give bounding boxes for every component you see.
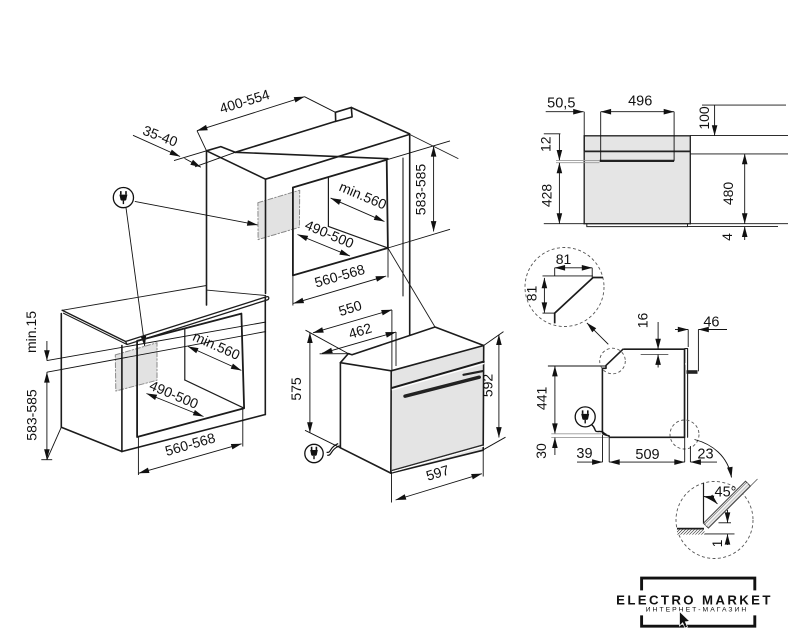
- svg-text:496: 496: [628, 94, 652, 110]
- svg-text:ИНТЕРНЕТ-МАГАЗИН: ИНТЕРНЕТ-МАГАЗИН: [646, 607, 749, 614]
- svg-text:39: 39: [576, 446, 592, 462]
- svg-text:23: 23: [697, 447, 713, 463]
- svg-text:462: 462: [347, 320, 374, 342]
- svg-text:81: 81: [524, 286, 540, 302]
- svg-text:30: 30: [533, 443, 549, 459]
- svg-text:441: 441: [533, 387, 549, 411]
- svg-text:480: 480: [720, 182, 736, 206]
- svg-text:509: 509: [635, 447, 659, 463]
- svg-text:12: 12: [538, 136, 554, 152]
- svg-text:550: 550: [337, 297, 364, 319]
- svg-text:597: 597: [424, 462, 451, 484]
- svg-text:4: 4: [719, 233, 735, 241]
- svg-text:46: 46: [703, 315, 719, 331]
- svg-text:592: 592: [480, 374, 496, 398]
- svg-text:16: 16: [635, 313, 651, 329]
- svg-text:50,5: 50,5: [547, 96, 575, 112]
- svg-text:ELECTRO MARKET: ELECTRO MARKET: [616, 593, 773, 608]
- svg-text:45°: 45°: [715, 485, 737, 501]
- svg-text:575: 575: [288, 377, 304, 401]
- svg-text:583-585: 583-585: [413, 164, 429, 216]
- svg-text:81: 81: [556, 251, 572, 267]
- svg-text:100: 100: [696, 106, 712, 130]
- svg-text:583-585: 583-585: [24, 389, 40, 441]
- svg-text:428: 428: [539, 184, 555, 208]
- svg-text:1: 1: [709, 539, 725, 547]
- svg-text:min.15: min.15: [23, 311, 39, 353]
